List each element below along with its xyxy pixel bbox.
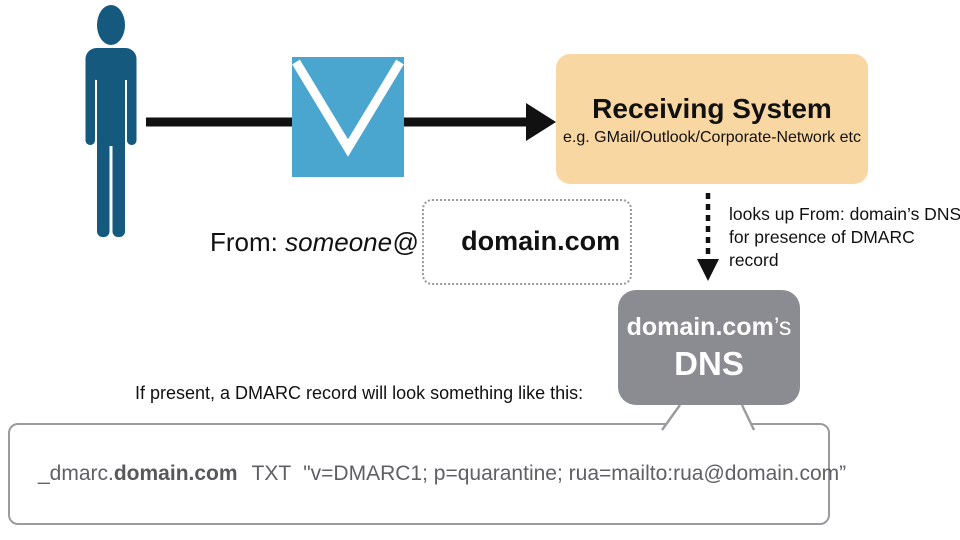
dns-lookup-note-line2: for presence of DMARC record <box>729 227 915 270</box>
record-rr-type: TXT <box>251 462 292 485</box>
person-icon <box>85 5 137 237</box>
record-caption: If present, a DMARC record will look som… <box>135 383 584 403</box>
email-from-line: From: someone@ domain.com <box>210 199 633 285</box>
from-domain: domain.com <box>461 226 621 256</box>
dmarc-record-box: _dmarc.domain.com TXT "v=DMARC1; p=quarant… <box>8 423 846 525</box>
dns-box-domain: domain.com <box>626 312 774 341</box>
from-sender-address: someone@ <box>285 226 419 257</box>
record-host-prefix: _dmarc. <box>38 462 114 485</box>
arrowhead-down-icon <box>697 259 719 281</box>
dns-lookup-note-line1: looks up From: domain’s DNS <box>729 204 960 224</box>
envelope-icon <box>292 57 404 177</box>
receiving-system-subtitle: e.g. GMail/Outlook/Corporate-Network etc <box>563 128 861 146</box>
record-value: "v=DMARC1; p=quarantine; rua=mailto:rua@… <box>303 462 847 485</box>
dmarc-record-text: _dmarc.domain.com TXT "v=DMARC1; p=quarant… <box>38 462 846 486</box>
receiving-system-box: Receiving System e.g. GMail/Outlook/Corp… <box>556 54 868 184</box>
record-host-domain: domain.com <box>113 462 238 485</box>
from-domain-highlight-box: domain.com <box>422 199 633 285</box>
dns-box-possessive: ’s <box>773 312 792 341</box>
receiving-system-title: Receiving System <box>592 92 832 124</box>
dns-box-label: DNS <box>674 344 744 382</box>
dns-box-domain-line: domain.com’s <box>627 313 792 341</box>
dns-lookup-note: looks up From: domain’s DNS for presence… <box>729 203 960 272</box>
arrowhead-right-icon <box>526 103 556 141</box>
dns-box: domain.com’s DNS <box>618 290 800 405</box>
from-label: From: <box>210 226 286 257</box>
callout-neck <box>661 404 756 431</box>
